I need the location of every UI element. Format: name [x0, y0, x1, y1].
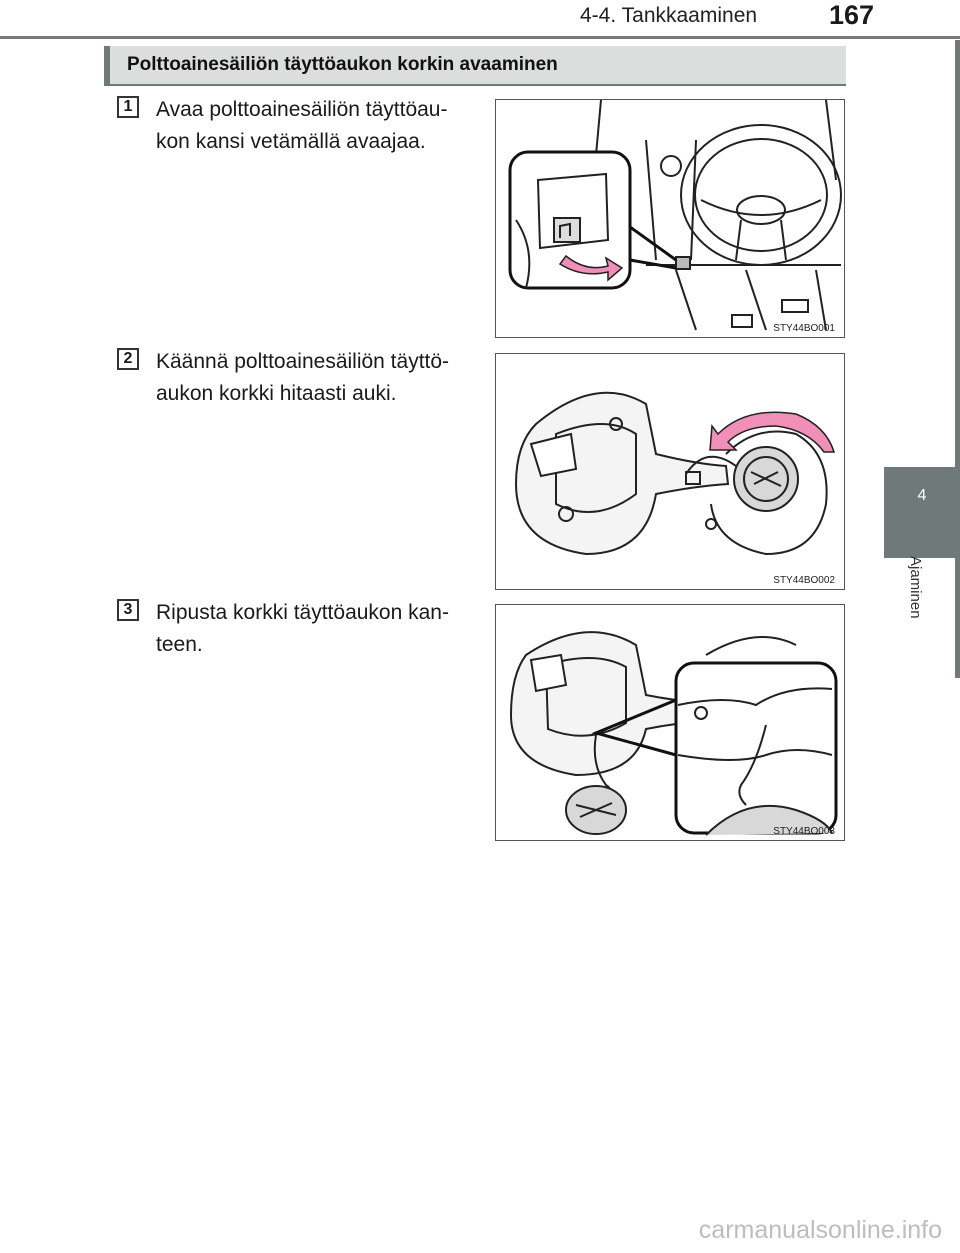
figure-fuel-cap-turn: STY44BO002 — [495, 353, 845, 590]
figure-code-2: STY44BO002 — [773, 575, 835, 586]
rotate-arrow-icon — [709, 411, 836, 453]
detail-inset — [591, 661, 838, 835]
section-header: Polttoainesäiliön täyttöaukon korkin ava… — [104, 46, 846, 86]
fuel-door-illustration — [514, 391, 836, 556]
figure-hang-cap: STY44BO003 — [495, 604, 845, 841]
step-text-1: Avaa polttoainesäiliön täyttöau-kon kans… — [156, 98, 448, 153]
cap-hanging-illustration — [509, 631, 838, 836]
step-text-3: Ripusta korkki täyttöaukon kan-teen. — [156, 601, 449, 656]
pull-arrow-icon — [558, 254, 624, 282]
section-header-bar — [104, 46, 110, 84]
page-number: 167 — [829, 0, 875, 30]
step-badge-1: 1 — [117, 96, 139, 118]
chapter-tab-label: Ajaminen — [907, 556, 924, 619]
chapter-tab-number: 4 — [917, 487, 927, 504]
header-section-title: 4-4. Tankkaaminen — [580, 4, 758, 27]
side-edge-line — [955, 40, 960, 467]
header-rule — [0, 36, 960, 39]
figure-code-1: STY44BO001 — [773, 323, 835, 334]
step-text-2: Käännä polttoainesäiliön täyttö-aukon ko… — [156, 350, 450, 405]
step-badge-3: 3 — [117, 599, 139, 621]
section-title: Polttoainesäiliön täyttöaukon korkin ava… — [127, 54, 558, 75]
chapter-tab: 4 — [884, 467, 960, 558]
side-edge-line — [955, 558, 960, 678]
watermark: carmanualsonline.info — [698, 1216, 942, 1244]
dashboard-illustration — [508, 100, 842, 331]
figure-fuel-door-opener: STY44BO001 — [495, 99, 845, 338]
figure-code-3: STY44BO003 — [773, 826, 835, 837]
step-badge-2: 2 — [117, 348, 139, 370]
